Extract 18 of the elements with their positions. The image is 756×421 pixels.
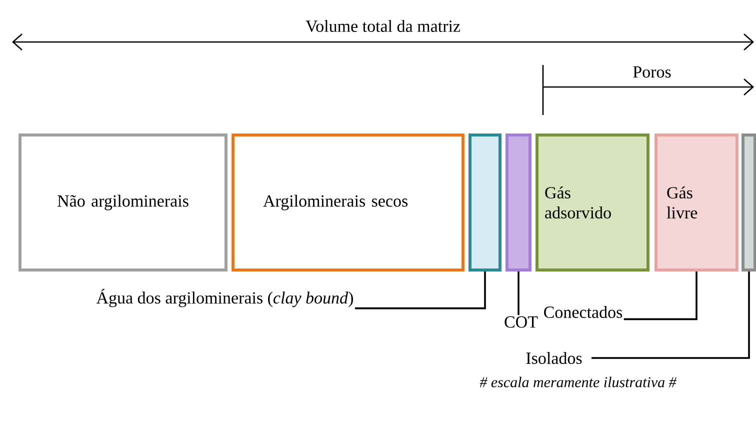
component-box [506,134,532,272]
component-box: Gás adsorvido [536,134,650,272]
component-box [742,134,756,272]
dimension-label: Poros [633,66,671,78]
dimension-label: Volume total da matriz [306,20,460,32]
leader-line [624,272,698,320]
caption: # escala meramente ilustrativa # [480,376,677,388]
leader-line [518,272,520,316]
leader-line [592,272,750,359]
leader-label: Conectados [544,306,622,318]
component-box: Não argilominerais [18,134,228,272]
component-box: Gás livre [654,134,738,272]
leader-label: COT [504,316,538,328]
leader-label: Água dos argilominerais (clay bound) [96,288,353,308]
leader-label: Isolados [526,352,582,364]
component-box: Argilominerais secos [232,134,464,272]
component-box [468,134,502,272]
leader-line [354,272,486,310]
